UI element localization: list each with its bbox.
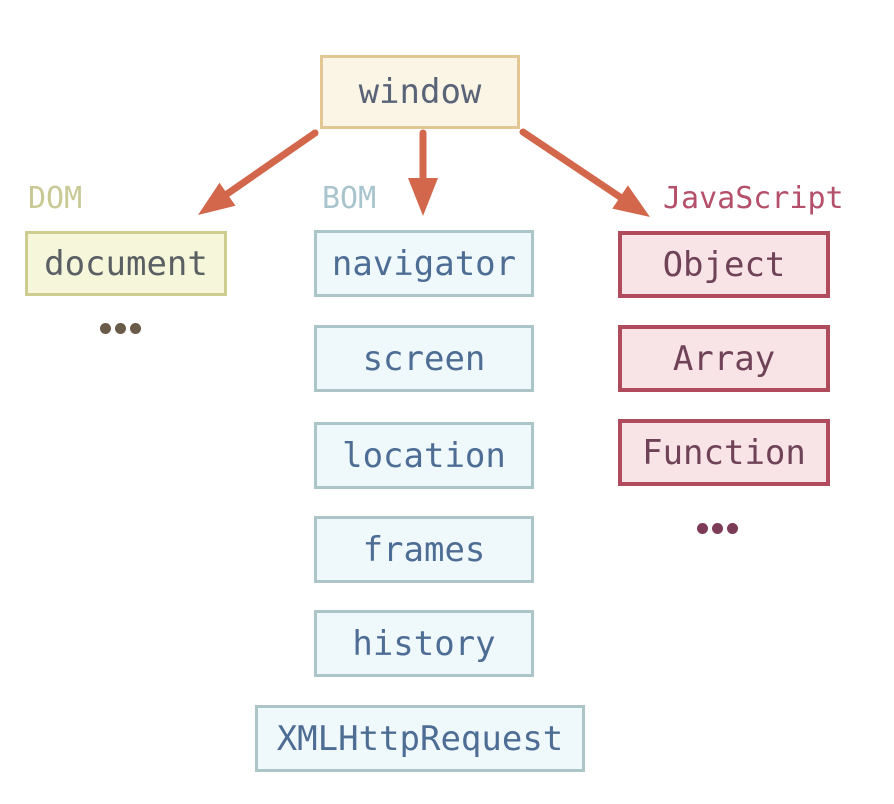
frames-box: frames — [314, 516, 534, 583]
window-box: window — [320, 55, 520, 129]
arrow-to-bom — [408, 129, 438, 216]
bom-column-label: BOM — [322, 181, 377, 216]
navigator-box: navigator — [314, 230, 534, 297]
arrow-to-dom — [198, 129, 319, 215]
function-box: Function — [618, 419, 830, 486]
javascript-column-label: JavaScript — [663, 181, 844, 216]
xmlhttprequest-box: XMLHttpRequest — [255, 705, 585, 772]
javascript-ellipsis — [697, 523, 738, 534]
dom-ellipsis — [100, 323, 141, 334]
history-box: history — [314, 610, 534, 677]
dom-column-label: DOM — [28, 181, 83, 216]
document-box: document — [25, 231, 227, 296]
array-box: Array — [618, 325, 830, 392]
screen-box: screen — [314, 325, 534, 392]
object-box: Object — [618, 231, 830, 298]
arrow-to-javascript — [519, 128, 650, 217]
location-box: location — [314, 422, 534, 489]
